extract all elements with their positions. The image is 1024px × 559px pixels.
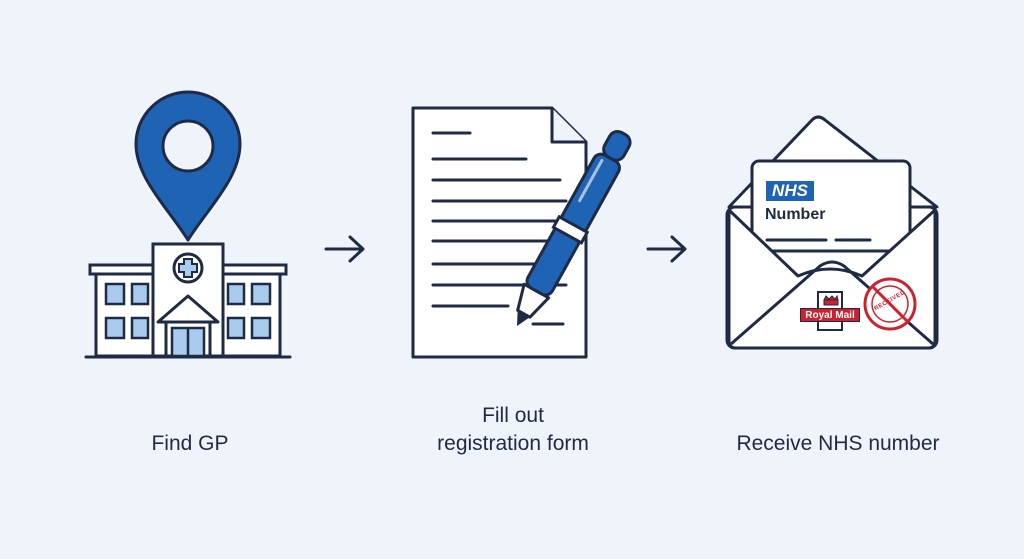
- royal-mail-label: Royal Mail: [800, 308, 860, 322]
- caption-line: registration form: [437, 432, 589, 455]
- letter-number-text: Number: [765, 206, 826, 223]
- caption-line: Fill out: [482, 404, 544, 427]
- step-caption-registration-form: Fill out registration form: [388, 402, 638, 458]
- envelope-letter-icon: [725, 115, 939, 350]
- arrow-right-icon: [646, 235, 687, 263]
- document-pen-icon: [411, 106, 632, 359]
- nhs-badge: NHS: [766, 181, 814, 201]
- step-caption-receive-nhs-number: Receive NHS number: [736, 432, 940, 455]
- postmark-stamp: [863, 277, 917, 331]
- step-caption-find-gp: Find GP: [151, 432, 229, 455]
- arrow-right-icon: [324, 235, 365, 263]
- map-pin-gp-surgery-icon: [84, 90, 292, 359]
